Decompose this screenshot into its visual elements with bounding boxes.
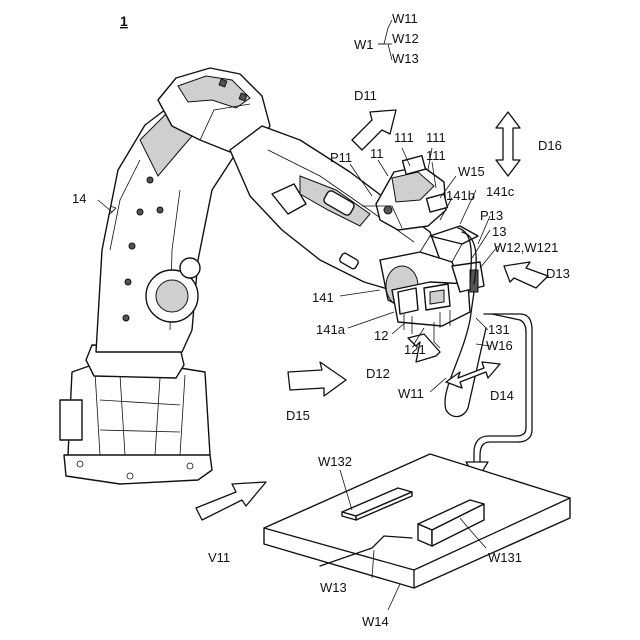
label-12: 12	[374, 328, 388, 343]
label-141c: 141c	[486, 184, 515, 199]
label-w132: W132	[318, 454, 352, 469]
label-p11: P11	[330, 150, 352, 165]
label-11: 11	[370, 146, 384, 161]
label-w1-member-3: W13	[392, 51, 419, 66]
label-d12: D12	[366, 366, 390, 381]
work-plate	[264, 454, 570, 588]
arrow-v11	[196, 482, 266, 520]
label-d13: D13	[546, 266, 570, 281]
arrow-d15	[288, 362, 346, 396]
label-w16: W16	[486, 338, 513, 353]
arrow-d11	[352, 110, 396, 150]
arrow-d16	[496, 112, 520, 176]
label-w1-member-1: W11	[392, 11, 418, 26]
label-111-b: 111	[426, 130, 446, 145]
label-141b: 141b	[446, 188, 475, 203]
label-13: 13	[492, 224, 506, 239]
label-w13: W13	[320, 580, 347, 595]
label-w131: W131	[488, 550, 522, 565]
label-131: 131	[488, 322, 510, 337]
label-v11: V11	[208, 550, 230, 565]
label-d11: D11	[354, 88, 377, 103]
label-111-a: 111	[394, 130, 414, 145]
label-d15: D15	[286, 408, 310, 423]
label-w1: W1	[354, 37, 374, 52]
label-w11: W11	[398, 386, 424, 401]
label-d16: D16	[538, 138, 562, 153]
robot-base	[60, 345, 212, 484]
arrow-d13	[504, 262, 548, 288]
label-141: 141	[312, 290, 334, 305]
label-p13: P13	[480, 208, 503, 223]
label-w12-w121: W12,W121	[494, 240, 558, 255]
label-d14: D14	[490, 388, 514, 403]
label-w1-member-2: W12	[392, 31, 419, 46]
label-w14: W14	[362, 614, 389, 629]
label-111-c: 111	[426, 148, 446, 163]
label-141a: 141a	[316, 322, 346, 337]
label-robot: 14	[72, 191, 86, 206]
figure-number: 1	[120, 13, 128, 29]
label-121: 121	[404, 342, 426, 357]
label-w15: W15	[458, 164, 485, 179]
